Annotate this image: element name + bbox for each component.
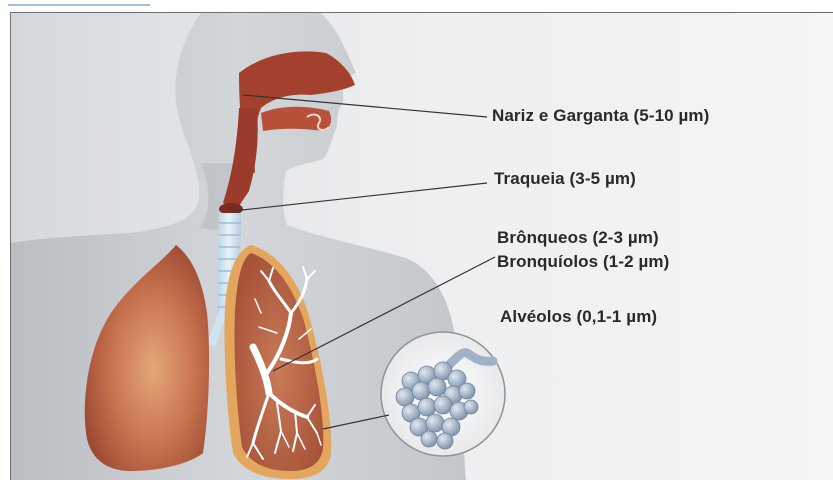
label-nose-throat: Nariz e Garganta (5-10 µm) [492,106,709,126]
diagram-panel [10,12,833,480]
label-bronchioles: Bronquíolos (1-2 µm) [497,252,669,272]
respiratory-illustration [11,13,833,480]
top-accent-line [8,4,150,6]
label-bronchi: Brônqueos (2-3 µm) [497,228,659,248]
label-trachea: Traqueia (3-5 µm) [494,169,636,189]
label-alveoli: Alvéolos (0,1-1 µm) [500,307,657,327]
